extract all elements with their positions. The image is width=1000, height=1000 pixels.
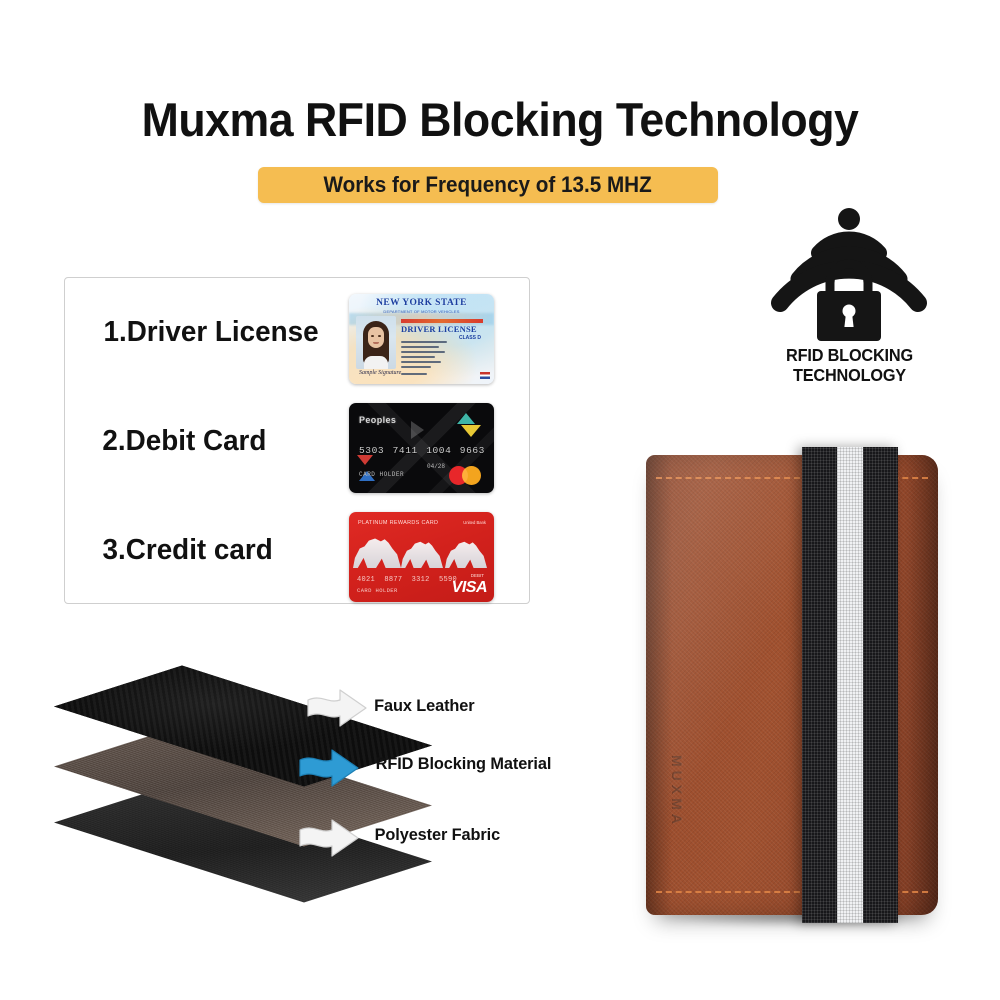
license-class-label: CLASS D xyxy=(459,335,481,341)
list-item: 3.Credit card PLATINUM REWARDS CARD Unit… xyxy=(65,496,531,605)
debit-card-brand: Peoples xyxy=(359,415,397,425)
layer-arrow-icon xyxy=(307,689,367,727)
license-department-label: DEPARTMENT OF MOTOR VEHICLES xyxy=(383,309,460,314)
layer-label-rfid-blocking-material: RFID Blocking Material xyxy=(375,754,552,773)
list-item-label: 2.Debit Card xyxy=(102,425,267,457)
credit-card-top-label: PLATINUM REWARDS CARD xyxy=(358,520,439,526)
credit-card-number: 4021 8877 3312 5590 xyxy=(357,576,457,584)
license-signature: Sample Signature xyxy=(359,370,402,376)
license-portrait xyxy=(356,316,396,369)
rfid-badge-line2: TECHNOLOGY xyxy=(793,365,906,385)
license-doc-type-label: DRIVER LICENSE xyxy=(401,324,477,334)
band-stripe-black xyxy=(862,447,899,923)
wallet-stitching xyxy=(656,477,928,479)
wallet-brand-emboss: MUXMA xyxy=(670,755,686,828)
credit-card-holder: CARD HOLDER xyxy=(357,587,398,594)
layer-arrow-icon xyxy=(299,819,359,857)
license-state-label: NEW YORK STATE xyxy=(376,298,467,308)
list-item: 2.Debit Card Peoples 5303 7411 1004 9663… xyxy=(65,387,531,496)
accepted-cards-panel: 1.Driver License NEW YORK STATE DEPARTME… xyxy=(64,277,530,604)
credit-card-bank-label: United Bank xyxy=(463,520,486,525)
rfid-badge-line1: RFID BLOCKING xyxy=(786,345,913,365)
horse-graphic xyxy=(353,538,401,568)
rfid-signal-lock-icon xyxy=(771,208,927,341)
flag-icon xyxy=(480,372,490,379)
frequency-badge-label: Works for Frequency of 13.5 MHZ xyxy=(323,172,653,197)
frequency-badge: Works for Frequency of 13.5 MHZ xyxy=(258,167,718,203)
layer-label-faux-leather: Faux Leather xyxy=(374,696,475,715)
wallet-spine xyxy=(646,455,672,915)
layer-arrow-icon-highlight xyxy=(299,749,359,787)
rfid-blocking-badge: RFID BLOCKING TECHNOLOGY xyxy=(757,205,942,400)
credit-card-image: PLATINUM REWARDS CARD United Bank 4021 8… xyxy=(349,512,494,602)
mastercard-icon xyxy=(462,466,481,485)
horse-graphic xyxy=(401,541,443,568)
material-layers-diagram: Faux Leather RFID Blocking Material Poly… xyxy=(54,665,596,903)
driver-license-card-image: NEW YORK STATE DEPARTMENT OF MOTOR VEHIC… xyxy=(349,294,494,384)
debit-card-image: Peoples 5303 7411 1004 9663 CARD HOLDER … xyxy=(349,403,494,493)
debit-card-expiry: 04/28 xyxy=(427,463,446,470)
list-item-label: 1.Driver License xyxy=(103,316,319,348)
debit-card-holder: CARD HOLDER xyxy=(359,471,405,478)
product-photo-wallet: MUXMA xyxy=(646,447,938,927)
wallet-right-edge xyxy=(904,455,938,915)
layer-label-polyester-fabric: Polyester Fabric xyxy=(374,825,501,844)
page-title: Muxma RFID Blocking Technology xyxy=(141,93,859,146)
wallet-stitching xyxy=(656,891,928,893)
credit-card-chip-label: DEBIT xyxy=(470,573,484,578)
wallet-elastic-band xyxy=(802,447,899,923)
list-item-label: 3.Credit card xyxy=(102,534,273,566)
list-item: 1.Driver License NEW YORK STATE DEPARTME… xyxy=(65,278,531,387)
band-stripe-white xyxy=(837,447,863,923)
band-stripe-black xyxy=(802,447,838,923)
horse-graphic xyxy=(445,541,487,568)
debit-card-number: 5303 7411 1004 9663 xyxy=(359,445,485,456)
visa-logo: VISA xyxy=(451,579,488,596)
rfid-badge-text: RFID BLOCKING TECHNOLOGY xyxy=(763,345,935,385)
